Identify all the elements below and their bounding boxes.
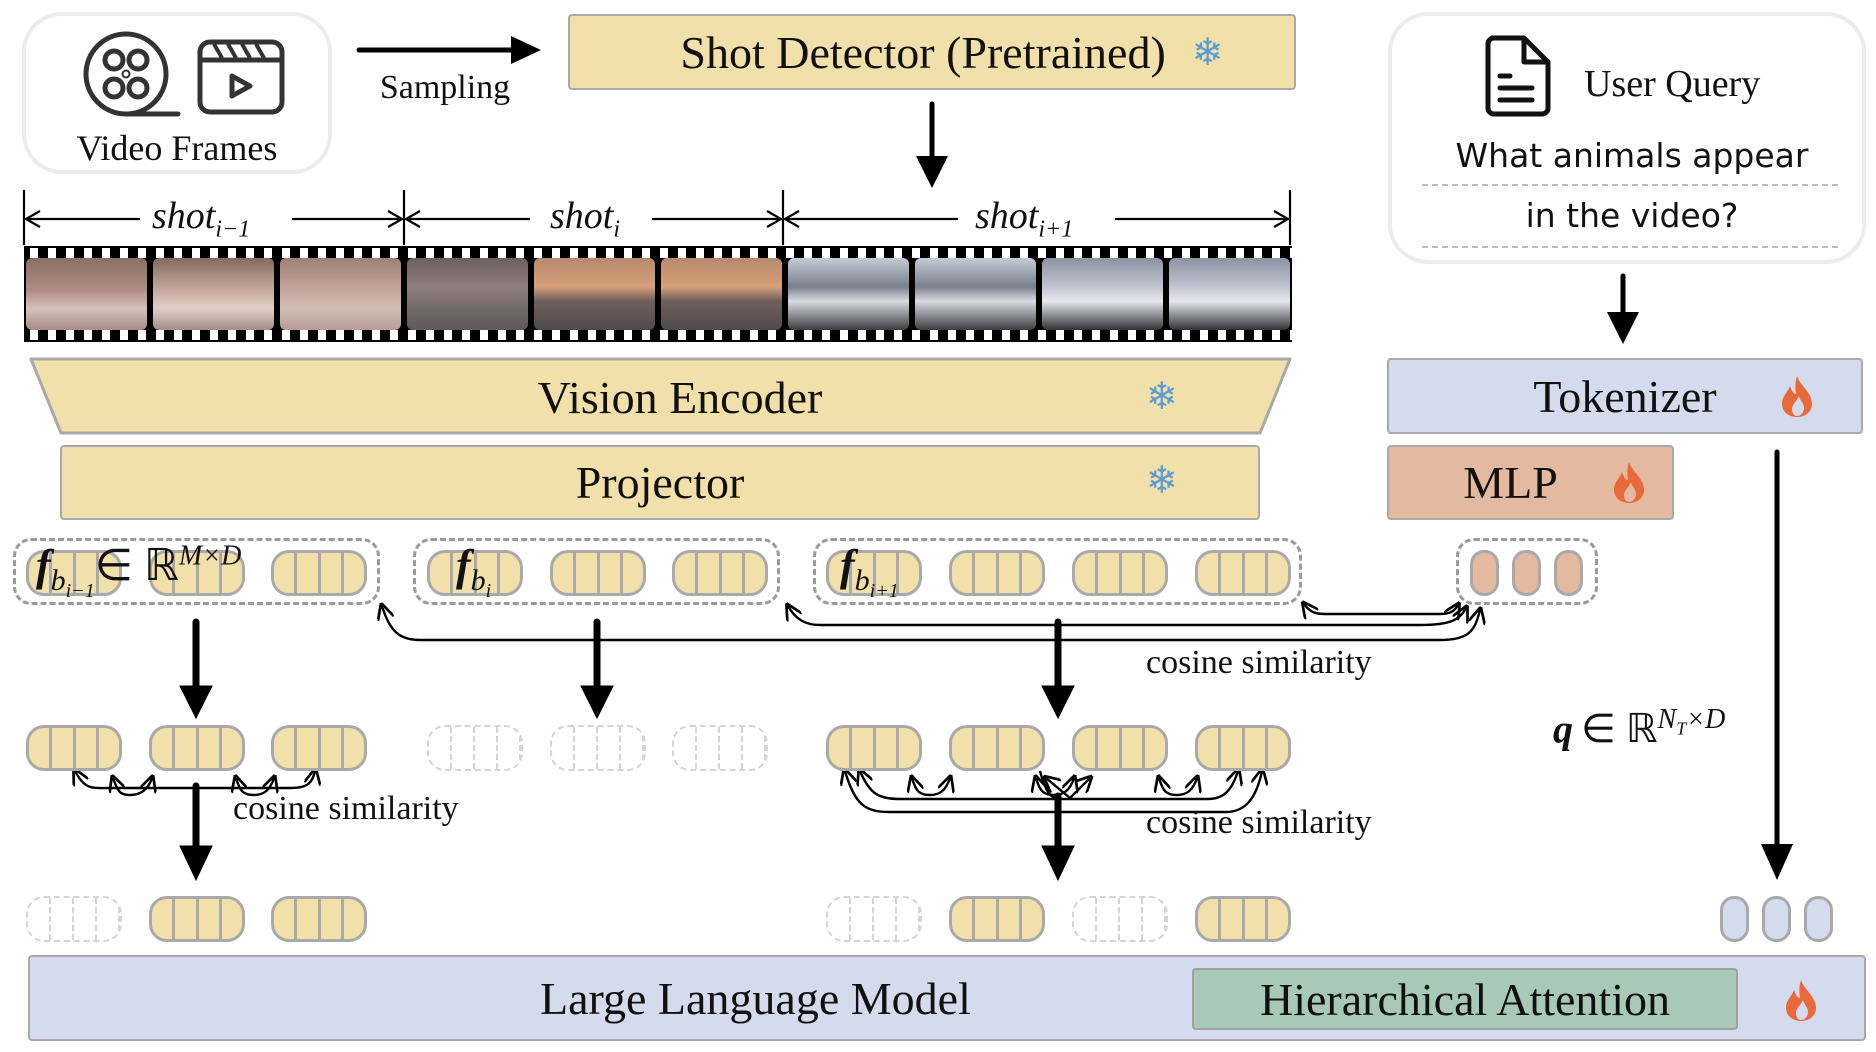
shot-detector-box: Shot Detector (Pretrained) ❄ xyxy=(568,14,1296,90)
snowflake-icon: ❄ xyxy=(1146,374,1178,418)
dropped-token-block xyxy=(427,725,523,771)
token-block xyxy=(1195,725,1291,771)
token-block xyxy=(26,550,122,596)
frame-polar-bear-2 xyxy=(153,258,274,330)
query-underline-2 xyxy=(1422,246,1838,248)
shot-detector-label: Shot Detector (Pretrained) xyxy=(680,26,1166,78)
shot-label-prev: shoti−1 xyxy=(152,195,251,243)
query-embedding-token xyxy=(1720,896,1749,942)
token-block xyxy=(1195,550,1291,596)
token-block xyxy=(271,896,367,942)
snowflake-icon: ❄ xyxy=(1146,458,1178,502)
tokenizer-label: Tokenizer xyxy=(1533,370,1717,422)
hierarchical-attention-box: Hierarchical Attention xyxy=(1192,968,1738,1030)
query-embedding-token xyxy=(1804,896,1833,942)
token-block xyxy=(427,550,523,596)
snowflake-icon: ❄ xyxy=(1191,30,1224,74)
mlp-label: MLP xyxy=(1463,457,1558,508)
video-clip-icon xyxy=(197,39,285,115)
dropped-token-block xyxy=(550,725,646,771)
feature-cur-label: fbi xyxy=(456,541,492,602)
user-query-box: User Query What animals appear in the vi… xyxy=(1388,12,1866,264)
query-embedding-token xyxy=(1762,896,1791,942)
dropped-token-block xyxy=(26,896,122,942)
token-block xyxy=(826,550,922,596)
token-block xyxy=(1072,550,1168,596)
query-token xyxy=(1470,550,1499,596)
token-block xyxy=(149,896,245,942)
feature-next-label: fbi+1 xyxy=(840,541,899,602)
vision-encoder-shape xyxy=(29,357,1292,435)
frame-penguins-1 xyxy=(788,258,909,330)
frame-polar-bear-1 xyxy=(26,258,147,330)
query-token xyxy=(1512,550,1541,596)
token-block xyxy=(26,725,122,771)
video-frames-label: Video Frames xyxy=(76,128,278,168)
frame-penguins-4 xyxy=(1169,258,1290,330)
user-query-title: User Query xyxy=(1584,63,1761,105)
sampling-label: Sampling xyxy=(379,69,511,106)
flame-icon xyxy=(1786,980,1816,1021)
tokenizer-box: Tokenizer xyxy=(1387,358,1863,434)
token-block xyxy=(1072,725,1168,771)
user-query-line1: What animals appear xyxy=(1455,135,1809,175)
token-block xyxy=(149,725,245,771)
token-block xyxy=(271,725,367,771)
shot-label-cur: shoti xyxy=(550,195,621,243)
dropped-token-block xyxy=(826,896,922,942)
query-underline-1 xyxy=(1422,184,1838,186)
cosine-similarity-left-label: cosine similarity xyxy=(233,790,459,827)
frame-sunset-1 xyxy=(534,258,655,330)
token-block xyxy=(949,725,1045,771)
cosine-similarity-right-label: cosine similarity xyxy=(1146,804,1372,841)
film-strip xyxy=(24,246,1292,342)
frame-sunset-2 xyxy=(661,258,782,330)
frame-polar-bears-3 xyxy=(280,258,401,330)
llm-label: Large Language Model xyxy=(540,972,971,1024)
token-block xyxy=(550,550,646,596)
video-frames-box: Video Frames xyxy=(22,12,332,174)
frame-penguins-2 xyxy=(915,258,1036,330)
flame-icon xyxy=(1614,462,1644,503)
hierarchical-attention-label: Hierarchical Attention xyxy=(1259,973,1670,1025)
query-embedding-arrow xyxy=(1761,449,1793,880)
frame-sea-ice xyxy=(407,258,528,330)
dropped-token-block xyxy=(672,725,768,771)
shot-label-next: shoti+1 xyxy=(975,195,1074,243)
flame-icon xyxy=(1782,376,1812,417)
query-down-arrow xyxy=(1607,273,1639,344)
query-token-group xyxy=(1456,538,1598,605)
sampling-arrow xyxy=(356,36,541,64)
vision-encoder-label: Vision Encoder xyxy=(537,371,823,423)
user-query-line2: in the video? xyxy=(1525,195,1739,235)
token-block xyxy=(949,896,1045,942)
film-reel-icon xyxy=(83,31,181,117)
token-block xyxy=(672,550,768,596)
vision-encoder-box: Vision Encoder xyxy=(60,360,1260,434)
token-block xyxy=(949,550,1045,596)
token-block xyxy=(826,725,922,771)
projector-box: Projector xyxy=(60,445,1260,520)
feature-prev-label: fbi−1∈ ℝM×D xyxy=(36,540,242,602)
cosine-similarity-global-label: cosine similarity xyxy=(1146,644,1372,681)
query-dimension-label: q∈ ℝNT×D xyxy=(1553,704,1726,752)
shot-prev-feature-group xyxy=(13,538,380,605)
token-block xyxy=(149,550,245,596)
shot-span-arrows xyxy=(22,190,1292,245)
dropped-token-block xyxy=(1072,896,1168,942)
token-block xyxy=(1195,896,1291,942)
projector-label: Projector xyxy=(575,457,745,508)
detector-down-arrow xyxy=(916,101,948,188)
frame-penguins-3 xyxy=(1042,258,1163,330)
document-icon xyxy=(1485,35,1551,117)
token-block xyxy=(271,550,367,596)
query-token xyxy=(1554,550,1583,596)
